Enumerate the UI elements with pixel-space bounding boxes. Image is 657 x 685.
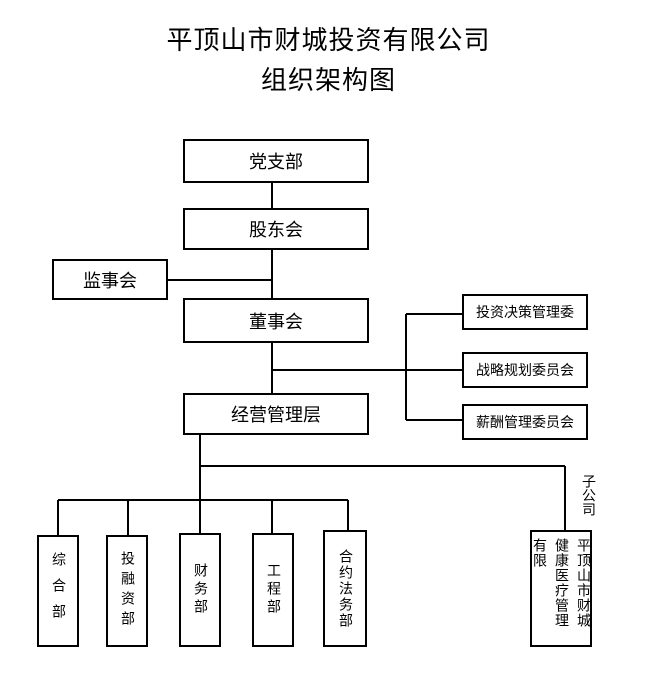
supervisors-box: 监事会 [52,259,168,300]
committee-compensation-label: 薪酬管理委员会 [476,415,574,431]
committee-investment-box: 投资决策管理委 [462,294,588,330]
board-box: 董事会 [183,298,369,343]
department-general-label: 综合部 [50,552,66,630]
diagram-title: 平顶山市财城投资有限公司 [166,26,491,56]
department-legal-label: 合约法务部 [337,548,353,629]
subsidiary-note: 子公司 [580,474,596,516]
shareholders-label: 股东会 [249,220,303,241]
party-branch-label: 党支部 [249,152,303,173]
subsidiary-label: 平顶山市财城健康医疗管理有限 [531,537,591,628]
board-label: 董事会 [249,311,303,333]
department-investment-box: 投融资部 [106,535,148,647]
committee-strategy-box: 战略规划委员会 [462,352,588,388]
department-engineering-box: 工程部 [252,533,294,647]
management-label: 经营管理层 [231,405,321,426]
department-finance-box: 财务部 [179,533,221,647]
department-legal-box: 合约法务部 [323,530,367,647]
committee-investment-label: 投资决策管理委 [476,305,574,321]
supervisors-label: 监事会 [83,270,137,292]
management-box: 经营管理层 [183,393,369,435]
department-general-box: 综合部 [37,535,79,647]
committee-compensation-box: 薪酬管理委员会 [462,404,588,440]
diagram-subtitle: 组织架构图 [260,66,396,96]
subsidiary-box: 平顶山市财城健康医疗管理有限 [530,530,592,647]
department-investment-label: 投融资部 [119,551,135,631]
department-engineering-label: 工程部 [265,563,281,617]
department-finance-label: 财务部 [192,563,208,617]
shareholders-box: 股东会 [183,208,369,250]
party-branch-box: 党支部 [183,139,369,183]
committee-strategy-label: 战略规划委员会 [476,363,574,379]
